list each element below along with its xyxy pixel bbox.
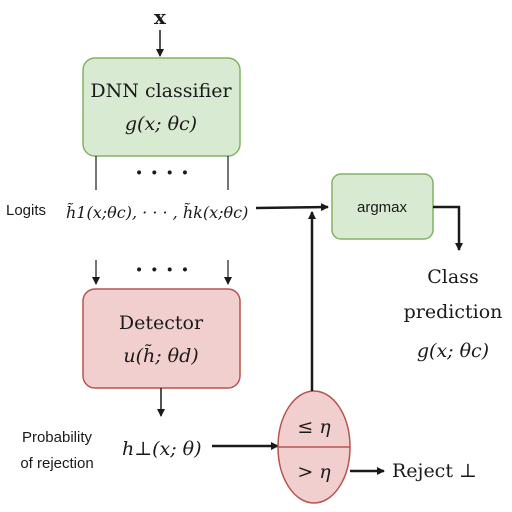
rejection-formula: h⊥(x; θ)	[122, 438, 202, 460]
class-prediction-line2: prediction	[404, 301, 503, 323]
reject-label: Reject ⊥	[392, 460, 477, 482]
detector-box	[82, 288, 241, 389]
rejection-label-line2: of rejection	[20, 455, 93, 472]
classifier-title: DNN classifier	[90, 80, 232, 102]
detector-title: Detector	[119, 312, 204, 334]
input-label: x	[154, 5, 167, 29]
logits-to-argmax-arrow	[255, 203, 329, 212]
dots-lower: · · · ·	[135, 257, 189, 283]
dots-upper: · · · ·	[135, 160, 189, 186]
logits-formula: h̃1(x;θc), · · · , h̃k(x;θc)	[66, 203, 248, 222]
rejection-label-line1: Probability	[22, 429, 93, 446]
classifier-formula: g(x; θc)	[125, 113, 197, 135]
argmax-to-prediction-arrow	[433, 205, 463, 251]
class-prediction-formula: g(x; θc)	[417, 340, 489, 362]
class-prediction-line1: Class	[427, 266, 478, 288]
detector-formula: u(h̃; θd)	[123, 344, 198, 367]
threshold-upper: ≤ η	[297, 416, 331, 438]
argmax-label: argmax	[357, 199, 408, 216]
logits-label: Logits	[6, 202, 46, 219]
classifier-box	[82, 57, 241, 157]
threshold-lower: > η	[297, 461, 331, 483]
